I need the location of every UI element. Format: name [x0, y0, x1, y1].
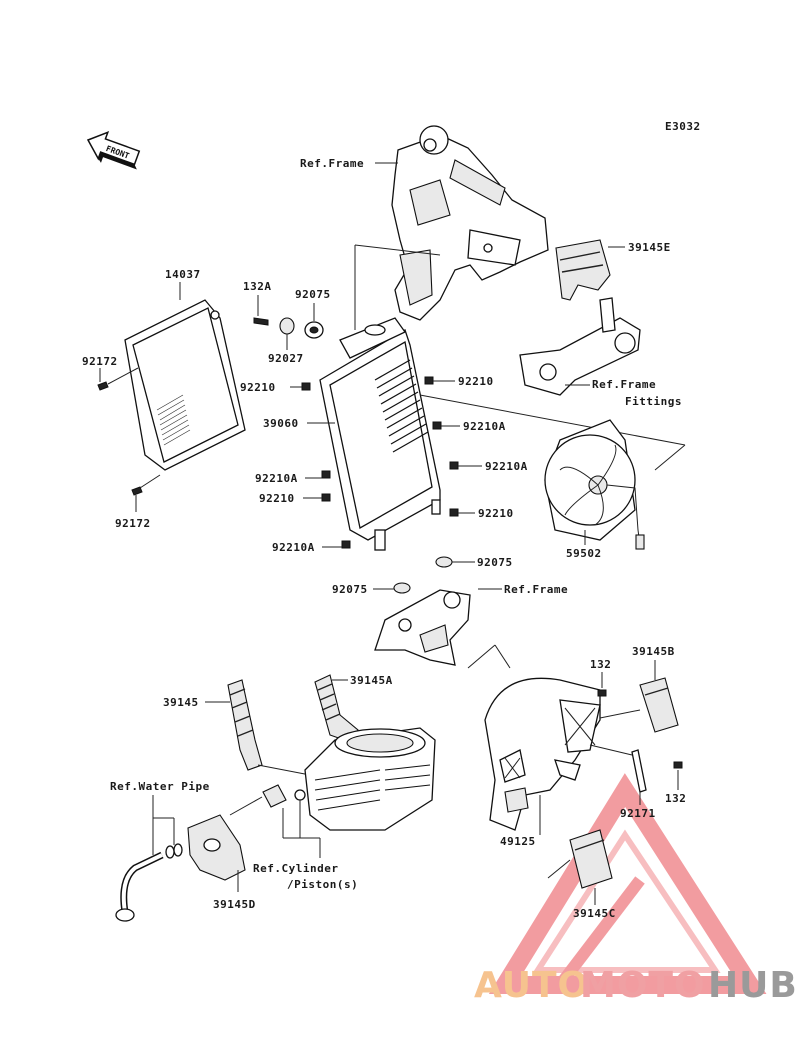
- clamp-92171: [631, 749, 647, 793]
- lower-frame-bracket: [374, 589, 471, 666]
- insulator-39145E: [555, 239, 611, 301]
- label-92210A-right2: 92210A: [485, 460, 528, 473]
- insulator-39145A: [314, 674, 359, 743]
- radiator-screen-14037: [124, 299, 246, 471]
- radiator-39060: [319, 317, 441, 551]
- label-92210-left1: 92210: [240, 381, 276, 394]
- frame-part: [391, 125, 549, 321]
- label-132-bottom: 132: [665, 792, 686, 805]
- front-arrow-icon: FRONT: [86, 131, 141, 170]
- label-39145D: 39145D: [213, 898, 256, 911]
- insulator-39145C: [569, 829, 613, 889]
- label-59502: 59502: [566, 547, 602, 560]
- label-92210-right1: 92210: [458, 375, 494, 388]
- label-ref-frame-fittings-1: Ref.Frame: [592, 378, 656, 391]
- diagram-code: E3032: [665, 120, 701, 133]
- label-92210A-left1: 92210A: [255, 472, 298, 485]
- pipe-fitting: [262, 784, 306, 808]
- frame-fittings-part: [519, 297, 641, 396]
- label-92171: 92171: [620, 807, 656, 820]
- label-92172-top: 92172: [82, 355, 118, 368]
- cylinder-ref: [304, 727, 436, 831]
- label-92210-right2: 92210: [478, 507, 514, 520]
- label-ref-frame-mid: Ref.Frame: [504, 583, 568, 596]
- label-39145B: 39145B: [632, 645, 675, 658]
- label-92027: 92027: [268, 352, 304, 365]
- shroud-49125: [484, 677, 601, 831]
- label-ref-cylinder-1: Ref.Cylinder: [253, 862, 338, 875]
- label-39145A: 39145A: [350, 674, 393, 687]
- label-92075-top: 92075: [295, 288, 331, 301]
- label-92210-left2: 92210: [259, 492, 295, 505]
- watermark-part1: AUTO: [474, 965, 589, 1006]
- label-ref-frame-fittings-2: Fittings: [625, 395, 682, 408]
- grommet-92075-top: [304, 321, 324, 339]
- water-pipe-ref: [115, 843, 183, 922]
- label-92210A-left2: 92210A: [272, 541, 315, 554]
- grommet-92075-right: [435, 556, 453, 568]
- label-39145E: 39145E: [628, 241, 671, 254]
- fan-assembly-59502: [544, 419, 645, 550]
- grommet-92075-left: [393, 582, 411, 594]
- watermark-text: AUTO MOTO HUB: [474, 965, 798, 1006]
- bolt-132A: [253, 317, 269, 326]
- watermark-logo: [488, 773, 767, 994]
- label-39145: 39145: [163, 696, 199, 709]
- label-ref-cylinder-2: /Piston(s): [287, 878, 358, 891]
- collar-92027: [279, 317, 295, 335]
- insulator-39145B: [639, 677, 679, 733]
- label-92075-right: 92075: [477, 556, 513, 569]
- insulator-39145D: [187, 814, 246, 881]
- watermark-part3: HUB: [708, 965, 798, 1006]
- label-ref-water-pipe: Ref.Water Pipe: [110, 780, 210, 793]
- label-39060: 39060: [263, 417, 299, 430]
- label-92172-bottom: 92172: [115, 517, 151, 530]
- label-92075-left: 92075: [332, 583, 368, 596]
- label-92210A-right1: 92210A: [463, 420, 506, 433]
- label-39145C: 39145C: [573, 907, 616, 920]
- label-14037: 14037: [165, 268, 201, 281]
- label-132-top: 132: [590, 658, 611, 671]
- label-49125: 49125: [500, 835, 536, 848]
- insulator-39145: [227, 679, 263, 771]
- watermark-part2: MOTO: [580, 965, 706, 1006]
- label-132A: 132A: [243, 280, 272, 293]
- label-ref-frame-top: Ref.Frame: [300, 157, 364, 170]
